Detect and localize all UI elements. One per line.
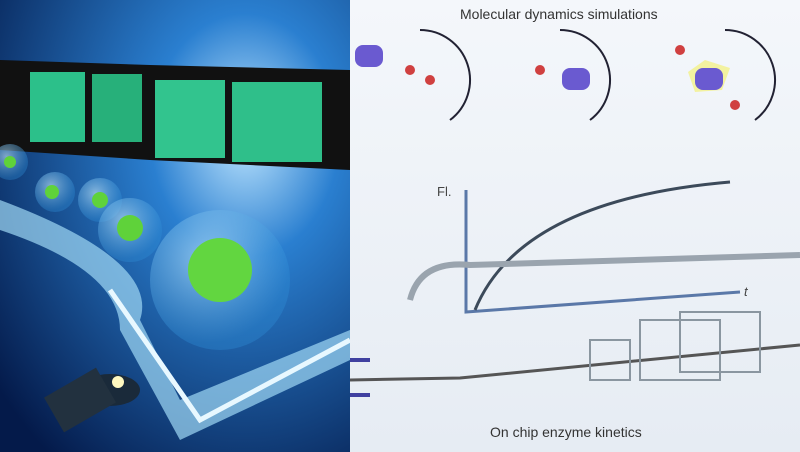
schematic-graphics	[350, 0, 800, 452]
schematic-panel: Molecular dynamics simulations Fl. t On …	[350, 0, 800, 452]
graph	[464, 180, 741, 314]
microfluidic-chip	[350, 252, 800, 397]
graph-axes	[464, 190, 741, 314]
md-title: Molecular dynamics simulations	[460, 6, 658, 22]
film-strip	[0, 60, 350, 170]
md-snapshots	[355, 29, 776, 121]
channel	[0, 200, 350, 440]
droplets	[0, 144, 290, 350]
objective-lens-icon	[44, 367, 140, 433]
y-axis-label: Fl.	[437, 184, 452, 199]
droplet-microfluidic-illustration	[0, 0, 350, 452]
x-axis-label: t	[744, 284, 748, 299]
chip-title: On chip enzyme kinetics	[490, 424, 642, 440]
fluorescence-curve	[473, 180, 731, 311]
